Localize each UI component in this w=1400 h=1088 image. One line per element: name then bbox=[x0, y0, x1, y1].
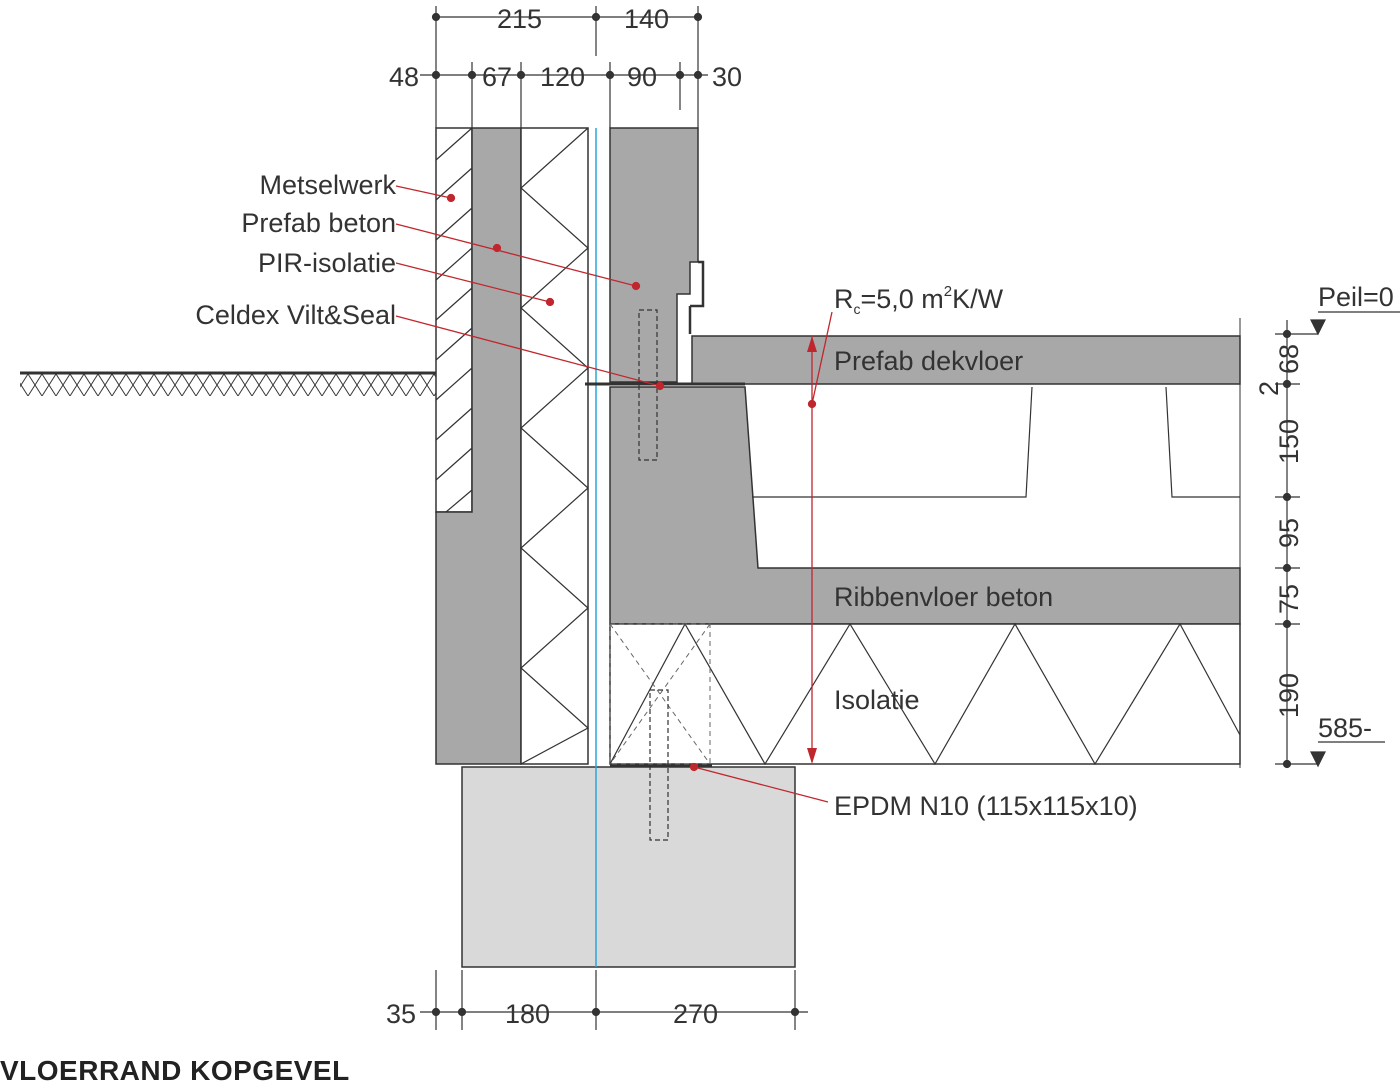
dim-top-90: 90 bbox=[627, 62, 657, 92]
ground bbox=[20, 371, 436, 396]
dim-top-215: 215 bbox=[497, 4, 542, 34]
label-pir-isolatie: PIR-isolatie bbox=[258, 248, 396, 278]
dim-right-2: 2 bbox=[1254, 381, 1284, 396]
dimension-lines bbox=[420, 6, 1400, 1030]
dim-top-140: 140 bbox=[624, 4, 669, 34]
concrete-footing bbox=[461, 766, 796, 968]
label-prefab-dekvloer: Prefab dekvloer bbox=[834, 346, 1023, 376]
dim-right-95: 95 bbox=[1274, 518, 1304, 548]
label-rc-value: Rc=5,0 m2K/W bbox=[834, 283, 1004, 317]
label-metselwerk: Metselwerk bbox=[259, 170, 396, 200]
dim-bottom-270: 270 bbox=[673, 999, 718, 1029]
rib-void-outlines bbox=[752, 386, 1240, 498]
prefab-top-floor bbox=[691, 335, 1241, 385]
label-peil: Peil=0 bbox=[1318, 282, 1394, 312]
label-level-585: 585- bbox=[1318, 713, 1372, 743]
dim-bottom-35: 35 bbox=[386, 999, 416, 1029]
dim-right-190: 190 bbox=[1274, 673, 1304, 718]
masonry-layer bbox=[435, 127, 473, 513]
dim-right-75: 75 bbox=[1274, 584, 1304, 614]
dim-top-48: 48 bbox=[389, 62, 419, 92]
label-isolatie: Isolatie bbox=[834, 685, 920, 715]
label-epdm: EPDM N10 (115x115x10) bbox=[834, 791, 1138, 821]
dim-top-30: 30 bbox=[712, 62, 742, 92]
floor-insulation bbox=[609, 622, 1241, 766]
label-prefab-beton: Prefab beton bbox=[241, 208, 396, 238]
drawing-title: VLOERRAND KOPGEVEL bbox=[0, 1055, 350, 1083]
label-celdex: Celdex Vilt&Seal bbox=[195, 300, 396, 330]
prefab-concrete-inner-leaf bbox=[609, 127, 699, 383]
pir-insulation bbox=[520, 127, 590, 765]
leader-lines bbox=[395, 185, 833, 803]
dim-bottom-180: 180 bbox=[505, 999, 550, 1029]
dim-top-120: 120 bbox=[540, 62, 585, 92]
label-ribbenvloer: Ribbenvloer beton bbox=[834, 582, 1053, 612]
dim-right-150: 150 bbox=[1274, 419, 1304, 464]
dim-right-68: 68 bbox=[1274, 344, 1304, 374]
dim-top-67: 67 bbox=[482, 62, 512, 92]
